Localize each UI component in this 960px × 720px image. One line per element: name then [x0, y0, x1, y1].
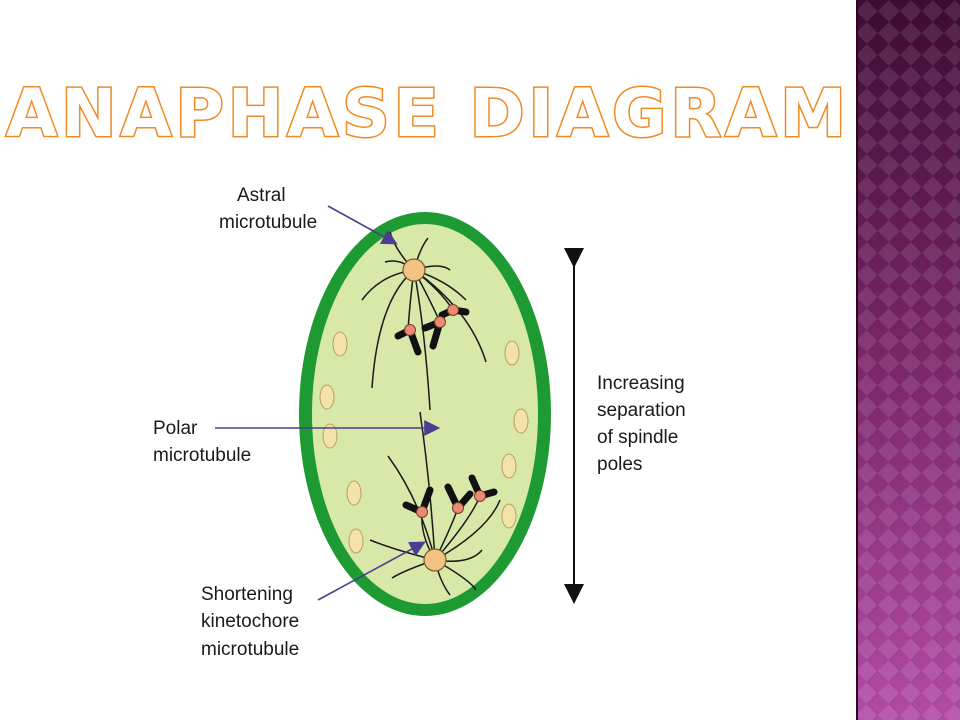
kinetochore	[447, 304, 459, 316]
kinetochore	[474, 490, 486, 502]
cytoplasm	[312, 224, 538, 604]
kinetochore-arrow	[317, 541, 426, 601]
vesicle	[501, 453, 517, 479]
vesicle	[319, 384, 335, 410]
sidebar-pattern	[856, 0, 960, 720]
label-line: Polar	[153, 418, 198, 439]
vesicle	[332, 331, 348, 357]
label-line: Shortening	[201, 584, 293, 605]
slide-title: Anaphase Diagram	[5, 78, 850, 148]
kinetochores-top	[404, 304, 459, 336]
vesicle	[348, 528, 364, 554]
vesicle	[504, 340, 520, 366]
kinetochore	[404, 324, 416, 336]
kinetochore	[416, 506, 428, 518]
kinetochore	[434, 316, 446, 328]
label-line: Increasing	[597, 373, 685, 394]
kinetochore	[452, 502, 464, 514]
label-line: poles	[597, 454, 642, 475]
centrosome-top	[402, 258, 426, 282]
vesicle	[346, 480, 362, 506]
label-line: microtubule	[153, 445, 251, 466]
slide-title-text: Anaphase Diagram	[6, 78, 850, 148]
label-line: microtubule	[219, 212, 317, 233]
label-astral-microtubule: Astral microtubule	[219, 185, 317, 233]
vesicle	[513, 408, 529, 434]
kinetochores-bottom	[416, 490, 486, 518]
centrosome-bottom	[423, 548, 447, 572]
vesicle	[501, 503, 517, 529]
label-line: microtubule	[201, 639, 299, 660]
label-line: of spindle	[597, 427, 678, 448]
vesicles	[319, 331, 529, 554]
anaphase-diagram: Astral microtubule Polar microtubule Sho…	[153, 185, 686, 660]
sidebar-edge	[856, 0, 858, 720]
vesicle	[322, 423, 338, 449]
label-increasing-separation: Increasing separation of spindle poles	[597, 373, 686, 475]
label-line: separation	[597, 400, 686, 421]
label-line: Astral	[237, 185, 286, 206]
astral-arrow	[327, 205, 398, 245]
label-shortening-kinetochore-microtubule: Shortening kinetochore microtubule	[201, 584, 299, 660]
label-polar-microtubule: Polar microtubule	[153, 418, 251, 466]
label-line: kinetochore	[201, 611, 299, 632]
decorative-sidebar	[856, 0, 960, 720]
